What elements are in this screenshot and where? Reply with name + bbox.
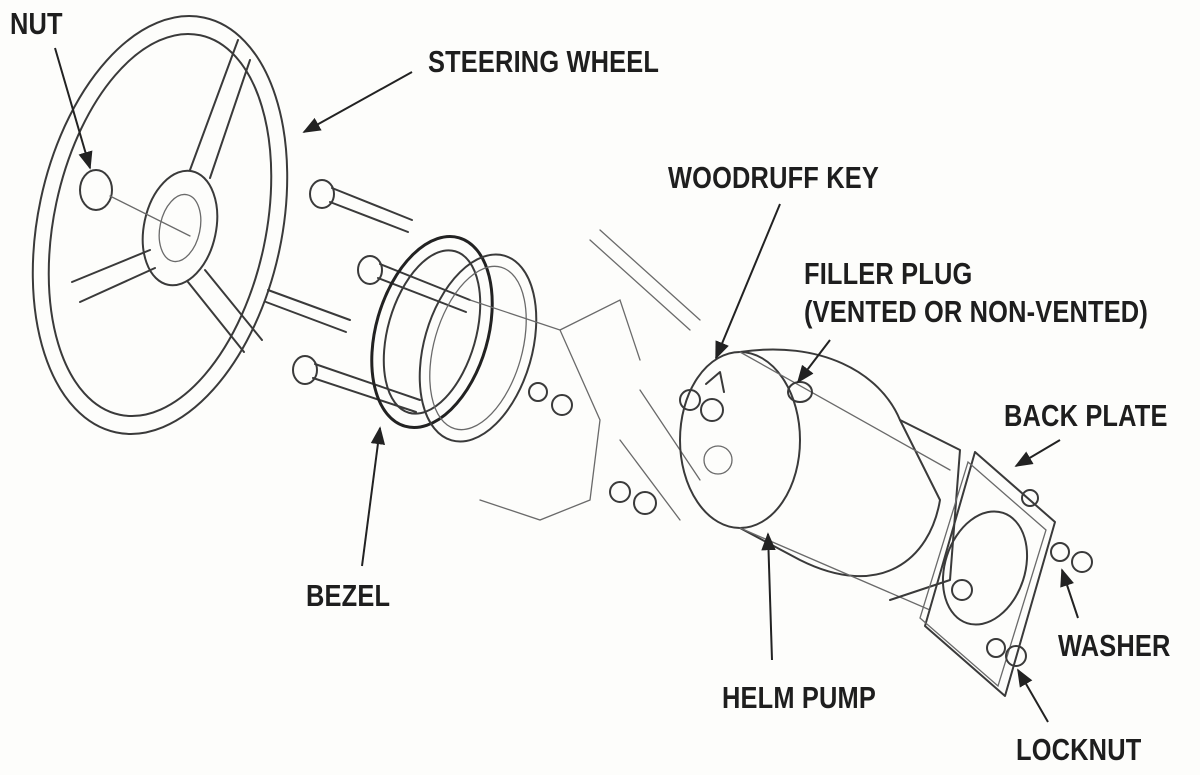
back-plate-part	[919, 451, 1093, 697]
label-filler-plug: FILLER PLUG	[804, 256, 973, 291]
leader-lines	[54, 47, 1079, 723]
locknut-part	[1005, 645, 1027, 667]
bezel-part	[370, 235, 538, 443]
washer-part	[1050, 542, 1070, 562]
label-helm-pump: HELM PUMP	[722, 680, 877, 715]
woodruff-key-part	[705, 371, 725, 393]
label-filler-plug-note: (VENTED OR NON-VENTED)	[804, 294, 1148, 329]
label-back-plate: BACK PLATE	[1004, 398, 1168, 433]
dash-panel	[469, 229, 724, 521]
mounting-bolts	[265, 179, 471, 413]
label-bezel: BEZEL	[306, 578, 391, 613]
label-washer: WASHER	[1058, 628, 1171, 663]
label-woodruff-key: WOODRUFF KEY	[668, 160, 879, 195]
label-steering-wheel: STEERING WHEEL	[428, 44, 660, 79]
helm-pump-part	[679, 348, 961, 611]
label-nut: NUT	[10, 6, 63, 41]
nut-part	[79, 169, 113, 211]
steering-wheel-part	[31, 15, 289, 435]
label-locknut: LOCKNUT	[1016, 732, 1142, 767]
